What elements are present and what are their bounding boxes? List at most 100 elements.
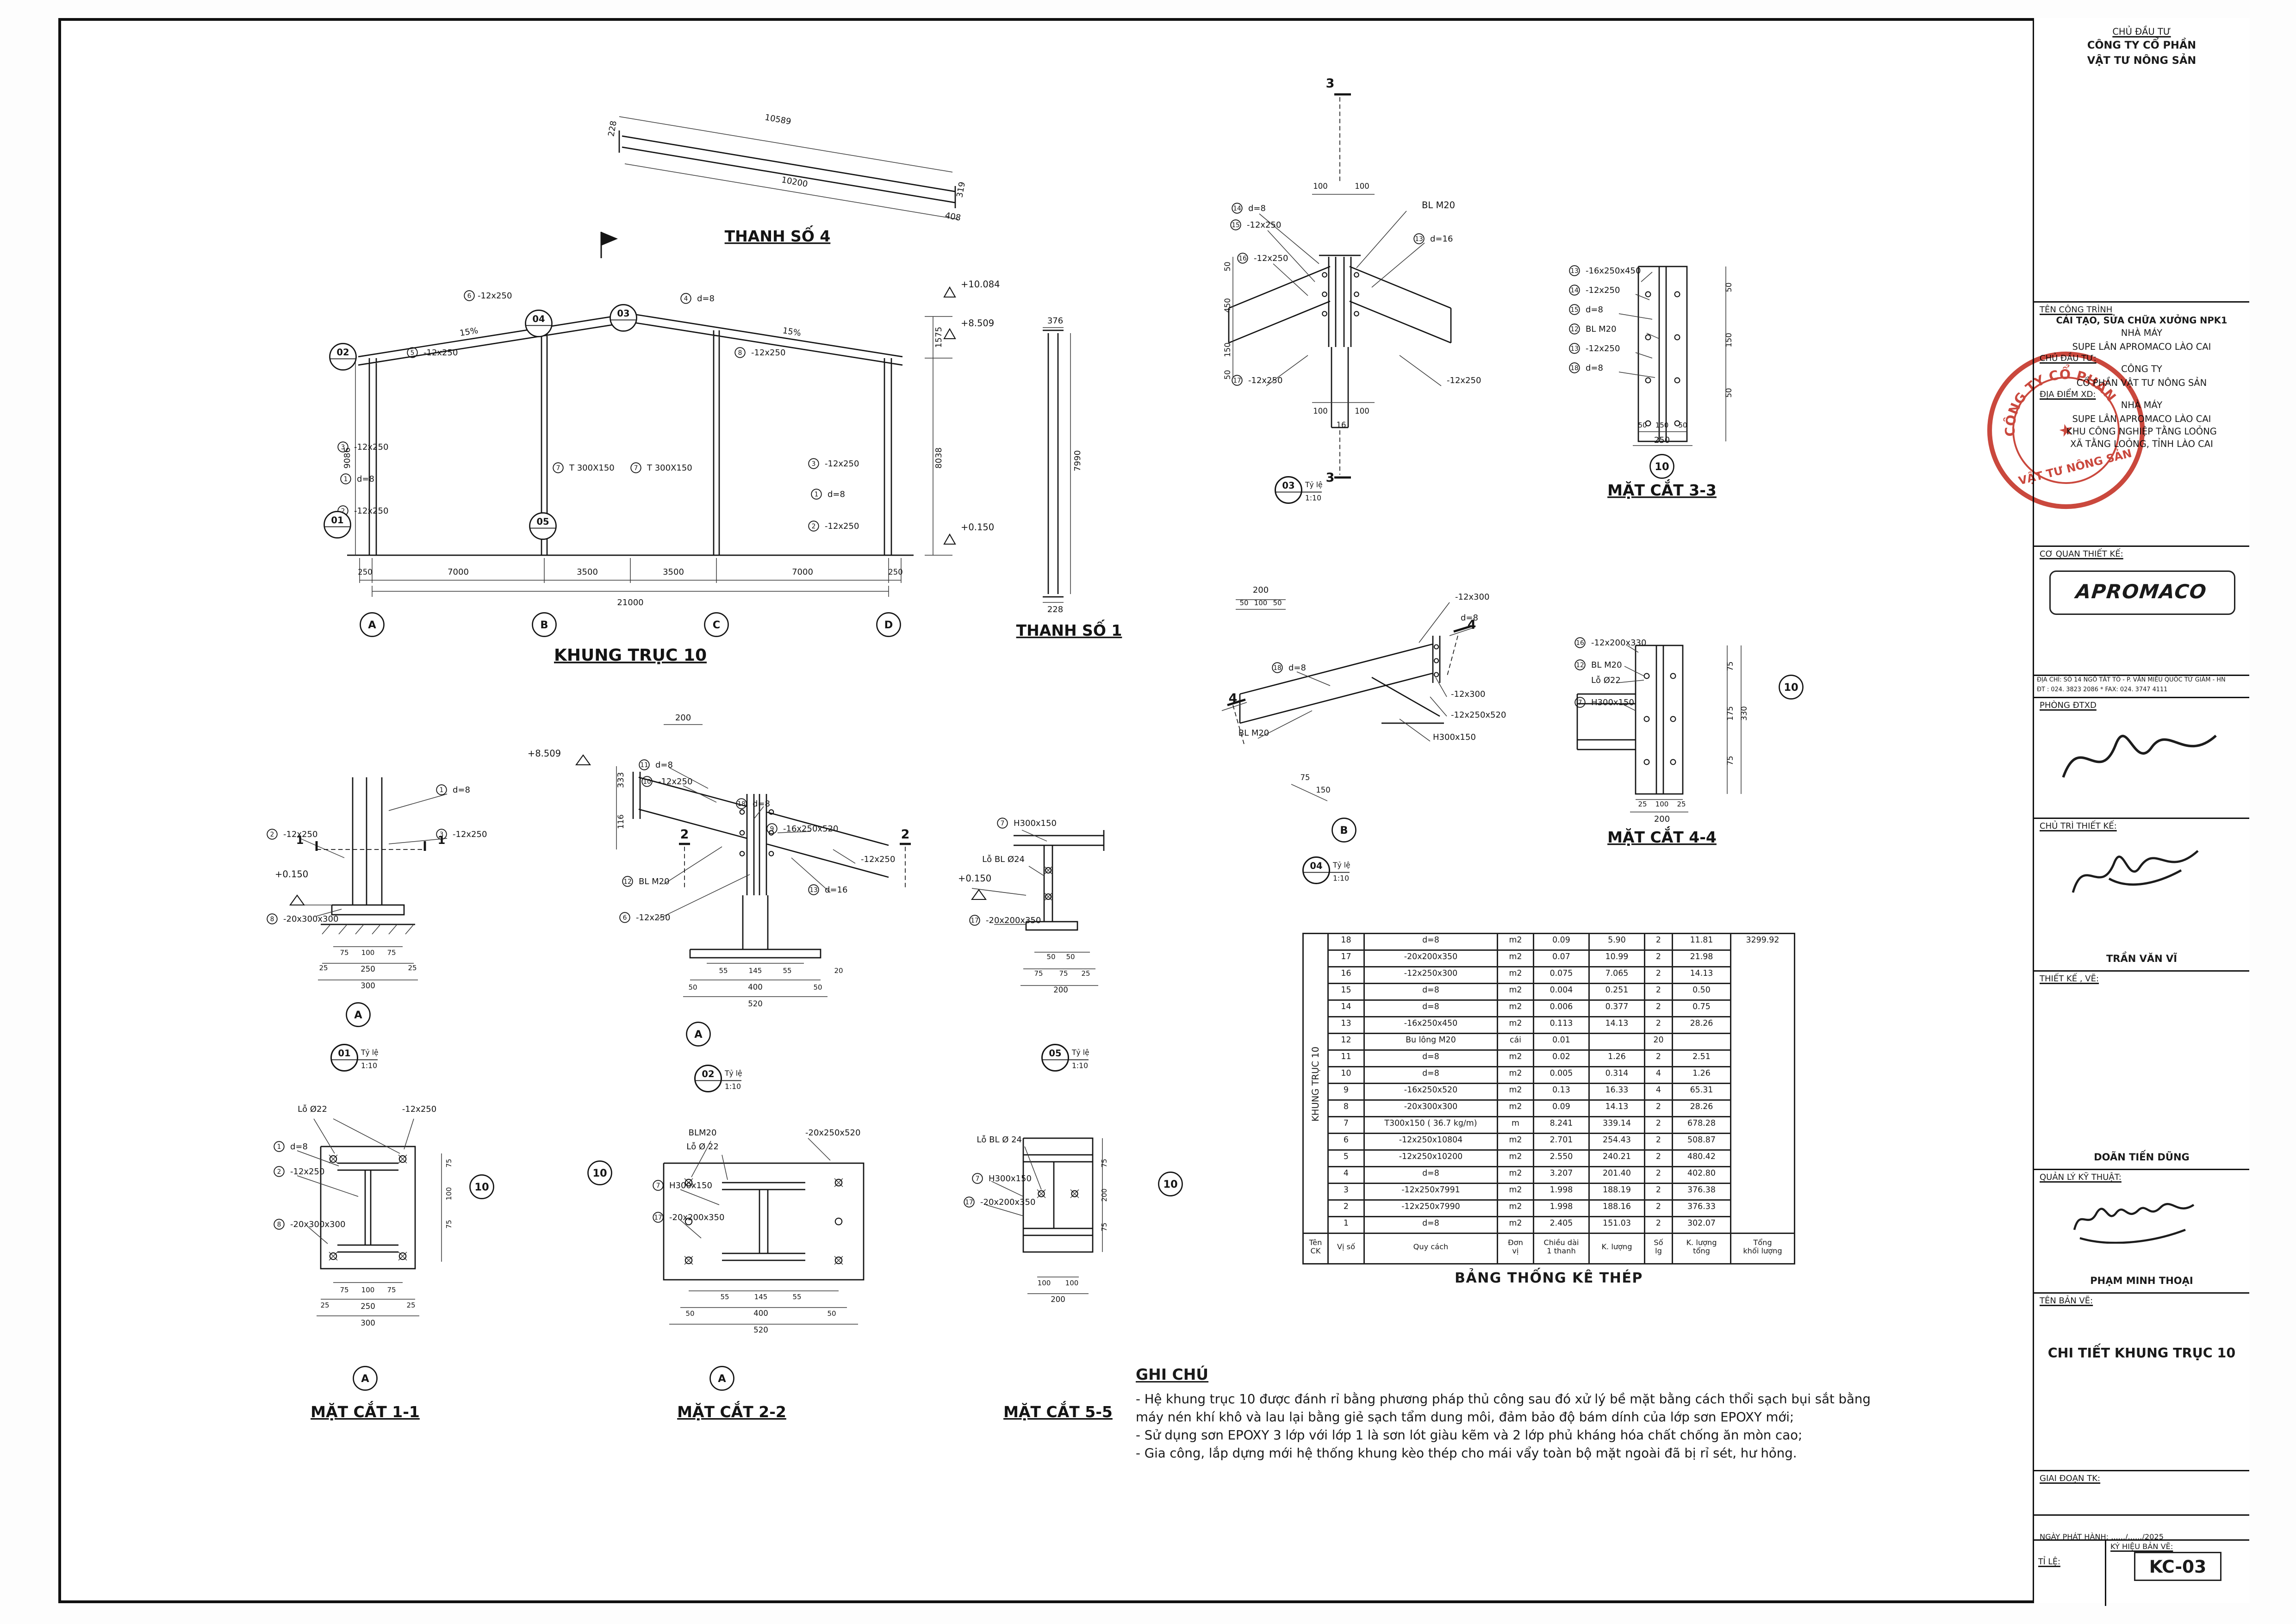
table-cell: 2	[1644, 1216, 1673, 1234]
annotation-label: 400	[748, 983, 763, 992]
member-chip-number: 2	[341, 508, 345, 515]
annotation-label: 200	[1100, 1189, 1108, 1202]
table-cell: 4	[1644, 1066, 1673, 1084]
member-chip-number: 15	[1570, 306, 1579, 314]
table-cell: 678.28	[1672, 1116, 1731, 1134]
annotation-label: 100	[1355, 407, 1369, 415]
member-chip-icon	[808, 884, 819, 895]
annotation-label: THANH SỐ 4	[725, 224, 831, 245]
table-cell: 2	[1644, 1099, 1673, 1117]
address-line1: ĐỊA CHỈ: SỐ 14 NGÕ TẤT TỐ - P. VĂN MIẾU …	[2037, 677, 2226, 685]
table-cell: 0.005	[1533, 1066, 1590, 1084]
table-cell: cái	[1497, 1033, 1534, 1051]
annotation-label: +0.150	[958, 873, 991, 884]
address-line2: ĐT : 024. 3823 2086 * FAX: 024. 3747 411…	[2037, 686, 2168, 694]
investor-line1: CÔNG TY	[2121, 364, 2162, 375]
table-cell: 11	[1327, 1049, 1365, 1067]
annotation-label: 520	[753, 1326, 768, 1334]
annotation-label: 75	[1100, 1159, 1108, 1167]
member-chip-number: 18	[1273, 664, 1282, 672]
member-chip-number: 17	[965, 1199, 973, 1206]
annotation-label: 400	[753, 1309, 768, 1318]
detail-marker-number: 02	[702, 1069, 714, 1079]
grid-bubble-label: A	[694, 1029, 703, 1041]
table-cell: 0.113	[1533, 1016, 1590, 1034]
detail-scale-value: 1:10	[1333, 874, 1349, 883]
annotation-label: BL M20	[639, 877, 670, 886]
annotation-label: KHUNG TRỤC 10	[554, 646, 707, 665]
annotation-label: 75	[1034, 969, 1043, 978]
annotation-label: 145	[754, 1293, 768, 1301]
table-cell: 16	[1327, 966, 1365, 984]
grid-bubble-label: A	[368, 619, 376, 631]
qa-signature	[2072, 1203, 2194, 1244]
member-chip-number: 18	[1570, 365, 1579, 372]
annotation-label: 9086	[342, 447, 352, 469]
annotation-label: -12x250	[825, 521, 859, 531]
table-cell: d=8	[1363, 1166, 1498, 1184]
table-cell: 7	[1327, 1116, 1365, 1134]
table-cell: 0.50	[1672, 983, 1731, 1001]
annotation-label: 50	[1678, 421, 1687, 429]
table-cell: d=8	[1363, 1049, 1498, 1067]
annotation-label: 20	[834, 967, 843, 975]
detail-scale-value: 1:10	[1072, 1062, 1088, 1070]
investor-line2: CỔ PHẦN VẬT TƯ NÔNG SẢN	[2076, 377, 2207, 389]
annotation-label: -12x250	[1247, 220, 1281, 230]
annotation-label: 75	[445, 1159, 453, 1167]
annotation-label: -12x300	[1455, 592, 1489, 602]
table-header-cell: K. lượng	[1588, 1233, 1645, 1264]
annotation-label: -20x200x350	[669, 1213, 724, 1222]
table-cell: 2	[1327, 1199, 1365, 1217]
member-chip-number: 12	[1576, 662, 1584, 669]
dept-label: PHÒNG ĐTXD	[2040, 701, 2097, 711]
member-chip-number: 7	[1578, 699, 1582, 707]
member-chip-icon	[337, 441, 348, 452]
annotation-label: 50	[1273, 599, 1282, 607]
annotation-label: 16	[1337, 421, 1346, 429]
annotation-label: 50	[813, 983, 822, 992]
detail-scale-label: Tỷ lệ	[1071, 1048, 1089, 1057]
annotation-label: -12x250	[861, 855, 895, 864]
grid-bubble-icon	[360, 612, 385, 637]
member-chip-number: 1	[277, 1143, 281, 1151]
member-chip-number: 16	[1576, 639, 1584, 647]
grid-bubble-icon	[587, 1160, 612, 1185]
sheet-name-label: TÊN BẢN VẼ:	[2040, 1296, 2093, 1306]
annotation-label: 100	[361, 1286, 375, 1294]
annotation-label: -12x250	[478, 291, 512, 301]
stamp-star: ★	[2057, 420, 2076, 442]
design-firm-address: ĐỊA CHỈ: SỐ 14 NGÕ TẤT TỐ - P. VĂN MIẾU …	[2034, 675, 2249, 697]
table-cell: 21.98	[1672, 949, 1731, 967]
annotation-label: 300	[361, 1319, 375, 1327]
annotation-label: 75	[340, 948, 348, 957]
qa-name: PHẠM MINH THOẠI	[2090, 1276, 2193, 1287]
table-cell: 2	[1644, 933, 1673, 951]
annotation-label: 75	[387, 948, 396, 957]
table-cell: 376.38	[1672, 1183, 1731, 1201]
member-chip-number: 2	[812, 523, 816, 530]
annotation-label: MẶT CẮT 4-4	[1607, 826, 1717, 846]
member-chip-number: 7	[656, 1182, 660, 1190]
detail-scale-label: Tỷ lệ	[1305, 481, 1323, 489]
grid-bubble-label: D	[884, 619, 893, 631]
table-cell: 0.75	[1672, 999, 1731, 1017]
annotation-label: Lỗ Ø22	[1591, 676, 1621, 685]
table-cell: 14.13	[1672, 966, 1731, 984]
grid-bubble-label: A	[361, 1373, 369, 1385]
annotation-label: -12x250	[354, 506, 388, 516]
member-chip-icon	[1574, 659, 1586, 670]
table-cell: 11.81	[1672, 933, 1731, 951]
notes-block: GHI CHÚ - Hệ khung trục 10 được đánh rỉ …	[1136, 1366, 1902, 1463]
annotation-label: 1	[296, 834, 304, 847]
annotation-label: BL M20	[1586, 324, 1617, 334]
member-chip-icon	[1574, 697, 1586, 708]
table-cell: Bu lông M20	[1363, 1033, 1498, 1051]
detail-ref-number: 04	[532, 314, 545, 324]
